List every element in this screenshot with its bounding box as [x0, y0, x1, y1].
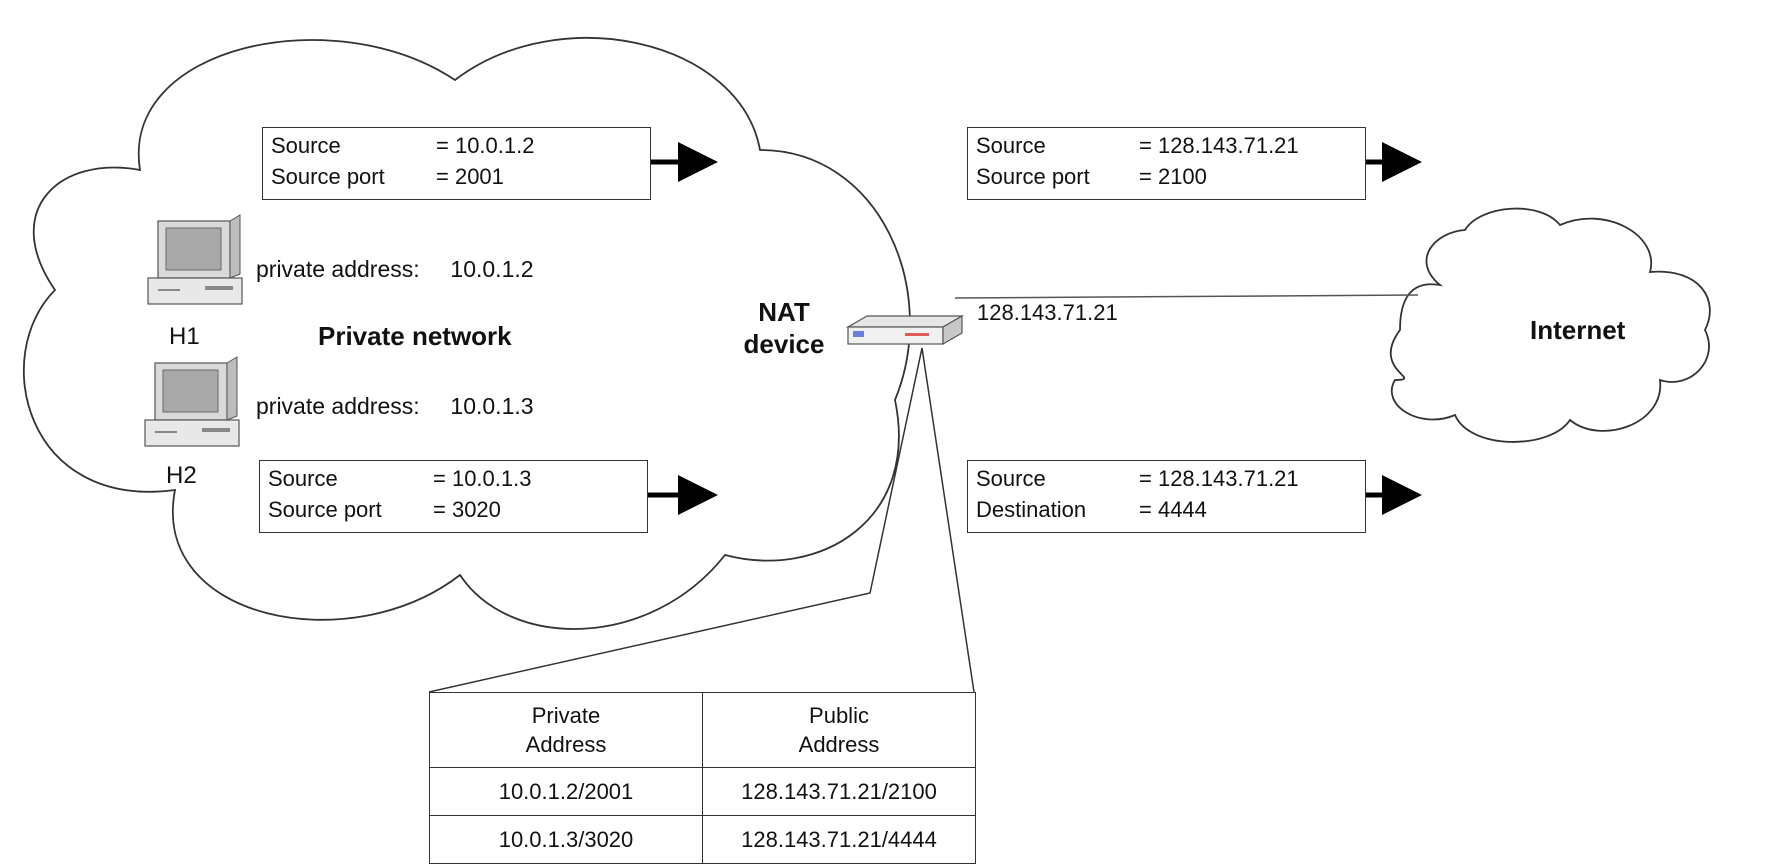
header-line: Private — [531, 703, 601, 728]
header-line: Address — [525, 732, 607, 757]
host-h2-name: H2 — [166, 462, 197, 489]
packet-label: Source — [976, 466, 1046, 491]
host-address-label: private address: — [256, 256, 420, 282]
table-cell-private: 10.0.1.3/3020 — [429, 815, 703, 864]
private-network-title: Private network — [318, 321, 512, 351]
header-line: Address — [798, 732, 880, 757]
table-cell-private: 10.0.1.2/2001 — [429, 767, 703, 816]
packet-h2: Source = 10.0.1.3 Source port = 3020 — [259, 460, 648, 533]
packet-label: Source port — [271, 164, 385, 189]
nat-label-line2: device — [743, 329, 825, 359]
packet-label: Source — [976, 133, 1046, 158]
packet-value: = 2100 — [1139, 164, 1207, 189]
packet-public-2: Source = 128.143.71.21 Destination = 4444 — [967, 460, 1366, 533]
header-line: Public — [809, 703, 869, 728]
packet-value: = 128.143.71.21 — [1139, 133, 1299, 158]
nat-device-icon — [845, 314, 965, 346]
packet-public-1: Source = 128.143.71.21 Source port = 2100 — [967, 127, 1366, 200]
packet-value: = 10.0.1.2 — [436, 133, 535, 158]
packet-value: = 3020 — [433, 497, 501, 522]
internet-cloud — [1389, 207, 1711, 443]
header-public-address: Public Address — [702, 692, 976, 768]
host-h1-name: H1 — [169, 323, 200, 350]
nat-public-address: 128.143.71.21 — [977, 300, 1118, 325]
host-h2-address: private address: 10.0.1.3 — [256, 393, 534, 420]
table-header-row: Private Address Public Address — [429, 692, 976, 768]
host-address-value: 10.0.1.3 — [450, 393, 534, 419]
packet-value: = 10.0.1.3 — [433, 466, 532, 491]
packet-label: Source port — [268, 497, 382, 522]
nat-table-callout — [428, 347, 923, 693]
packet-value: = 2001 — [436, 164, 504, 189]
packet-label: Source — [268, 466, 338, 491]
table-cell-public: 128.143.71.21/4444 — [702, 815, 976, 864]
internet-label: Internet — [1530, 315, 1626, 345]
table-cell-public: 128.143.71.21/2100 — [702, 767, 976, 816]
packet-label: Destination — [976, 497, 1087, 522]
computer-h1-icon — [147, 214, 243, 305]
table-row: 10.0.1.3/3020 128.143.71.21/4444 — [429, 815, 976, 864]
nat-translation-table: Private Address Public Address 10.0.1.2/… — [429, 692, 976, 864]
packet-value: = 4444 — [1139, 497, 1207, 522]
nat-label-line1: NAT — [758, 297, 810, 327]
host-address-label: private address: — [256, 393, 420, 419]
packet-value: = 128.143.71.21 — [1139, 466, 1299, 491]
host-address-value: 10.0.1.2 — [450, 256, 534, 282]
computer-h2-icon — [144, 356, 240, 447]
public-link-line — [954, 294, 1419, 299]
packet-label: Source port — [976, 164, 1090, 189]
header-private-address: Private Address — [429, 692, 703, 768]
table-row: 10.0.1.2/2001 128.143.71.21/2100 — [429, 767, 976, 816]
host-h1-address: private address: 10.0.1.2 — [256, 256, 534, 283]
nat-device-label: NAT device — [734, 296, 834, 360]
nat-table-callout-right — [921, 347, 975, 693]
packet-h1: Source = 10.0.1.2 Source port = 2001 — [262, 127, 651, 200]
packet-label: Source — [271, 133, 341, 158]
